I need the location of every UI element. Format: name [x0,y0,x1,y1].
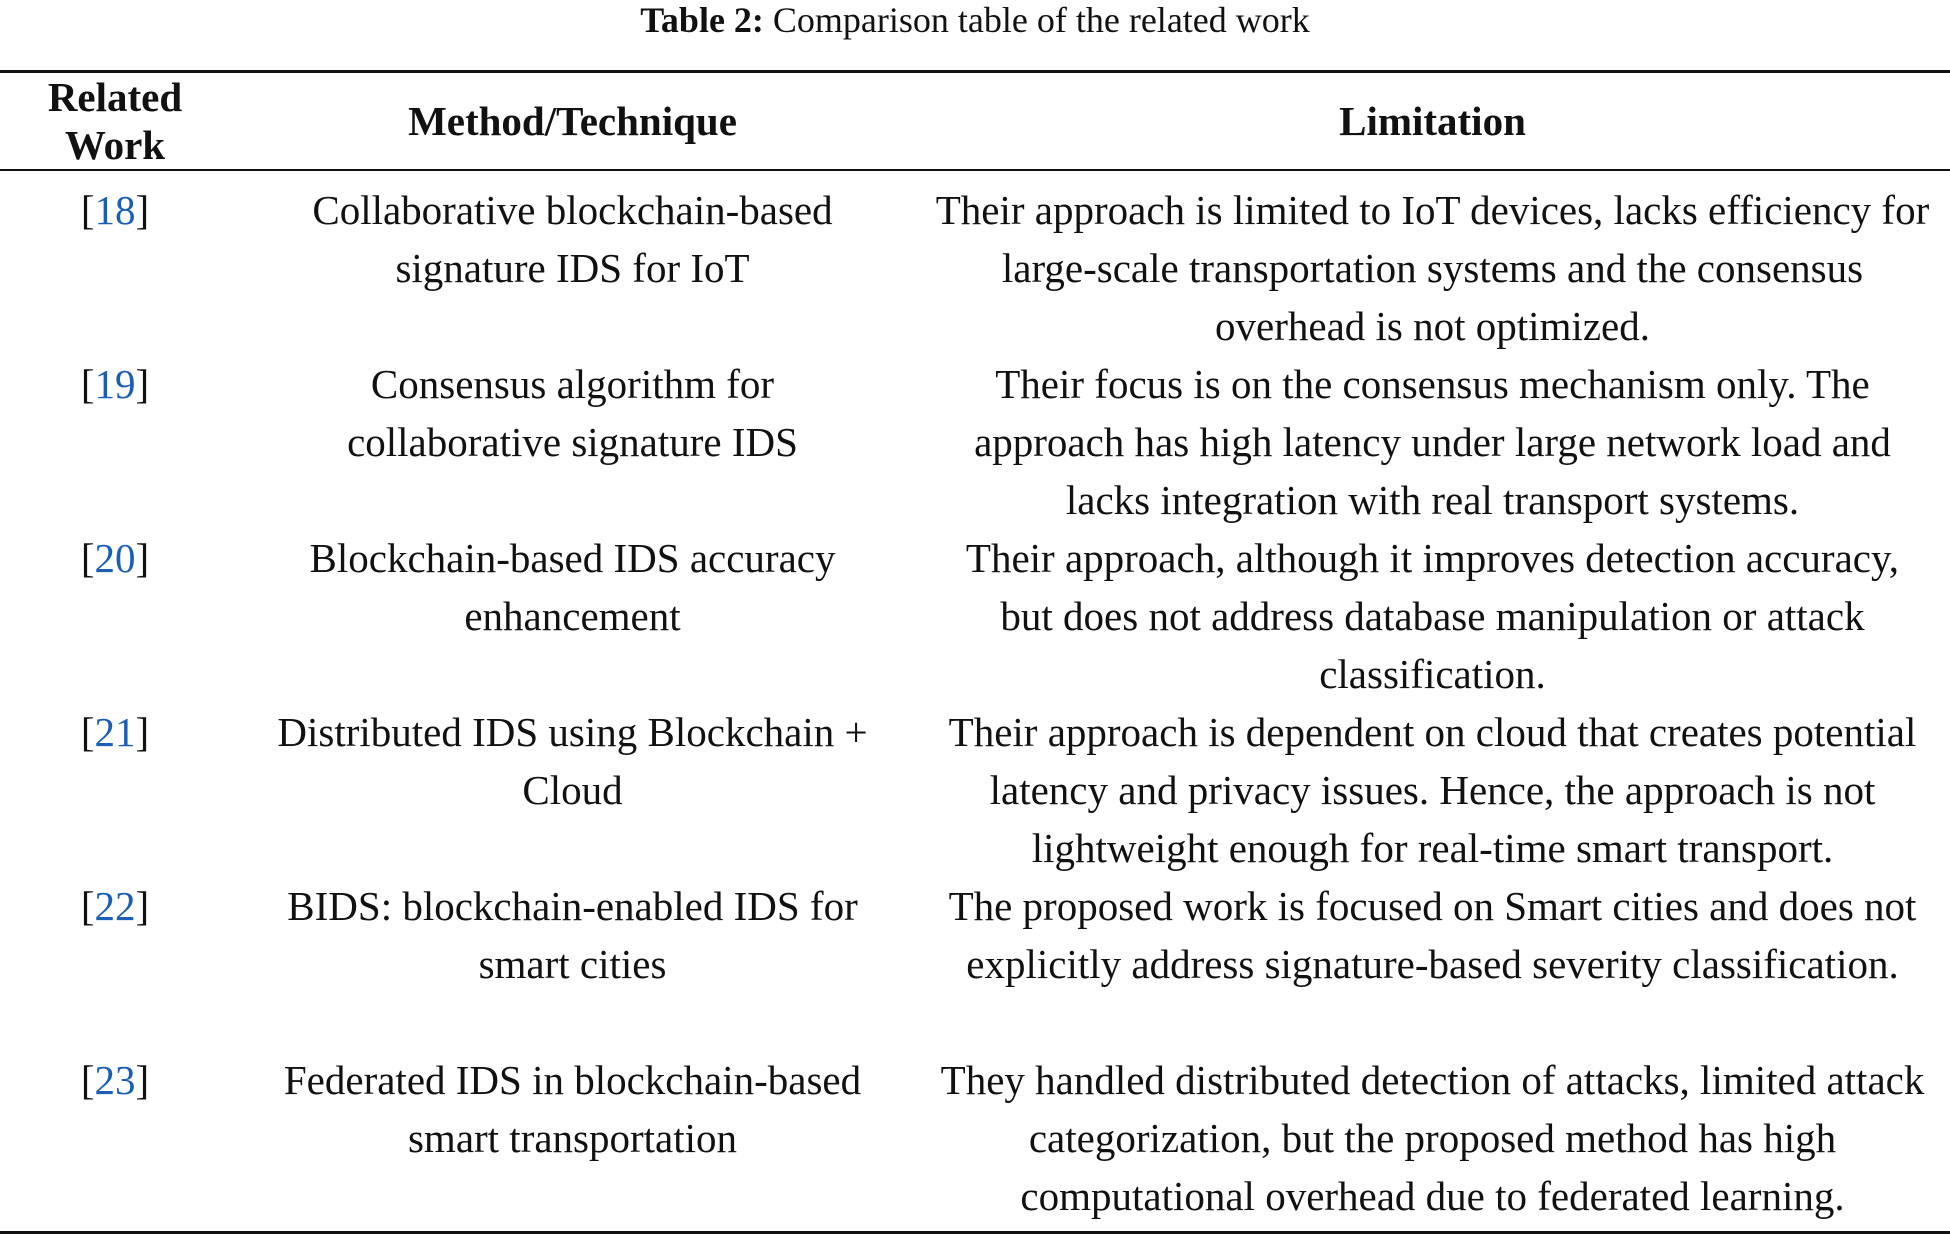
table-row: [18] Collaborative blockchain-based sign… [0,170,1950,355]
method-cell: Collaborative blockchain-based signature… [312,187,833,291]
citation-link[interactable]: 21 [94,709,136,755]
method-cell: Federated IDS in blockchain-based smart … [283,1057,862,1161]
header-related-work: Related Work [47,74,183,168]
limitation-cell: Their approach is limited to IoT devices… [935,187,1930,349]
comparison-table-container: Related Work Method/Technique Limitation… [0,70,1950,1234]
table-header-row: Related Work Method/Technique Limitation [0,71,1950,170]
citation-link[interactable]: 20 [94,535,136,581]
limitation-cell: They handled distributed detection of at… [940,1057,1925,1219]
limitation-cell: Their approach is dependent on cloud tha… [948,709,1917,871]
citation-link[interactable]: 18 [94,187,136,233]
ref-cell: [23] [80,1057,150,1103]
caption-text: Comparison table of the related work [772,0,1310,40]
header-limitation: Limitation [1339,98,1526,144]
limitation-cell: The proposed work is focused on Smart ci… [948,883,1917,987]
table-row: [19] Consensus algorithm for collaborati… [0,355,1950,529]
table-row: [21] Distributed IDS using Blockchain + … [0,703,1950,877]
ref-cell: [19] [80,361,150,407]
table-row: [22] BIDS: blockchain-enabled IDS for sm… [0,877,1950,1051]
citation-link[interactable]: 23 [94,1057,136,1103]
table-row: [23] Federated IDS in blockchain-based s… [0,1051,1950,1233]
table-caption: Table 2: Comparison table of the related… [0,0,1950,52]
ref-cell: [21] [80,709,150,755]
ref-cell: [18] [80,187,150,233]
limitation-cell: Their approach, although it improves det… [965,535,1900,697]
method-cell: BIDS: blockchain-enabled IDS for smart c… [287,883,858,987]
citation-link[interactable]: 19 [94,361,136,407]
method-cell: Consensus algorithm for collaborative si… [347,361,798,465]
method-cell: Distributed IDS using Blockchain + Cloud [277,709,868,813]
caption-label: Table 2: [640,0,764,40]
ref-cell: [22] [80,883,150,929]
limitation-cell: Their focus is on the consensus mechanis… [974,361,1891,523]
method-cell: Blockchain-based IDS accuracy enhancemen… [309,535,836,639]
table-row: [20] Blockchain-based IDS accuracy enhan… [0,529,1950,703]
header-method-technique: Method/Technique [408,98,737,144]
citation-link[interactable]: 22 [94,883,136,929]
ref-cell: [20] [80,535,150,581]
comparison-table: Related Work Method/Technique Limitation… [0,70,1950,1234]
